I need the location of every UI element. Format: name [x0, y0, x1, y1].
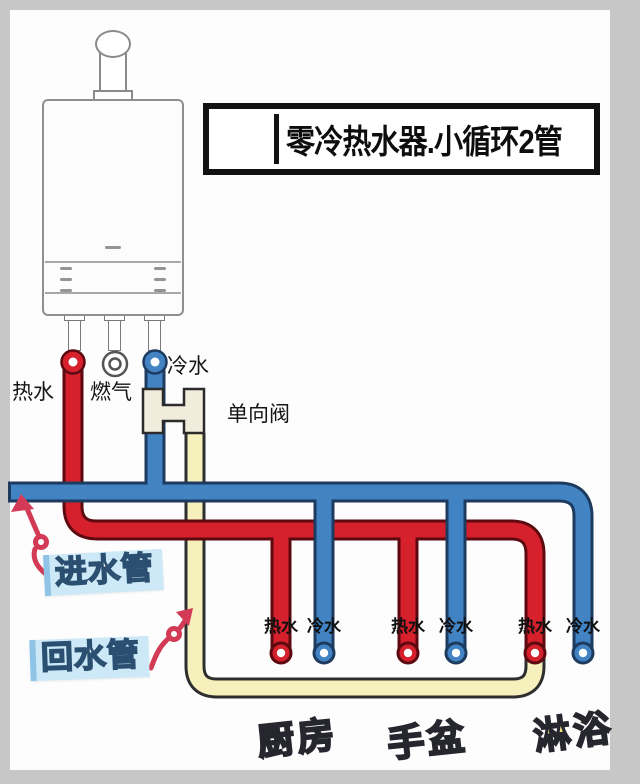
port-fitting-cold — [142, 349, 168, 375]
heater-panel-line-top — [45, 261, 181, 263]
fixture-name-kitchen: 厨房 — [254, 713, 340, 764]
heater-stub-gas-tube — [108, 320, 121, 351]
heater-vent — [154, 267, 166, 270]
heater-vent — [60, 289, 72, 292]
check-valve-label: 单向阀 — [227, 403, 290, 426]
outlet-kitchen-hot — [269, 641, 293, 665]
port-fitting-hot — [60, 349, 86, 375]
return-pipe-label-text: 回水管 — [40, 635, 142, 676]
basin-hot-label: 热水 — [391, 617, 425, 636]
inlet-pipe-label: 进水管 — [43, 549, 165, 596]
outlet-basin-hot — [396, 641, 420, 665]
shower-cold-label: 冷水 — [566, 617, 600, 636]
heater-vent — [60, 278, 72, 281]
kitchen-cold-label: 冷水 — [307, 617, 341, 636]
flue-cap — [95, 30, 131, 58]
check-valve — [141, 387, 206, 435]
hot-port-label: 热水 — [12, 381, 54, 404]
heater-vent — [60, 267, 72, 270]
inlet-pipe-label-text: 进水管 — [53, 549, 155, 592]
heater-body — [42, 99, 184, 316]
fixture-name-basin: 手盆 — [384, 715, 470, 766]
gas-port-label: 燃气 — [90, 381, 132, 404]
return-pipe — [184, 433, 546, 699]
outlet-shower-cold — [571, 641, 595, 665]
hot-pipes — [62, 358, 546, 652]
fixture-name-shower: 淋浴 — [530, 706, 616, 758]
heater-vent — [154, 278, 166, 281]
kitchen-hot-label: 热水 — [264, 617, 298, 636]
return-pipe-label: 回水管 — [29, 635, 150, 681]
heater-panel-dash — [105, 246, 121, 249]
outlet-basin-cold — [444, 641, 468, 665]
heater-vent — [154, 289, 166, 292]
page-title: 零冷热水器.小循环2管 — [286, 123, 563, 160]
title-divider — [274, 114, 279, 164]
return-arrow-icon — [148, 608, 193, 671]
cold-port-label: 冷水 — [167, 355, 209, 378]
heater-panel-line-bottom — [45, 292, 181, 294]
cold-pipes — [8, 366, 594, 652]
shower-hot-label: 热水 — [518, 617, 552, 636]
basin-cold-label: 冷水 — [439, 617, 473, 636]
port-fitting-gas — [101, 350, 129, 378]
outlet-kitchen-cold — [312, 641, 336, 665]
title-box: 零冷热水器.小循环2管 — [203, 103, 600, 175]
outlet-shower-hot — [523, 641, 547, 665]
